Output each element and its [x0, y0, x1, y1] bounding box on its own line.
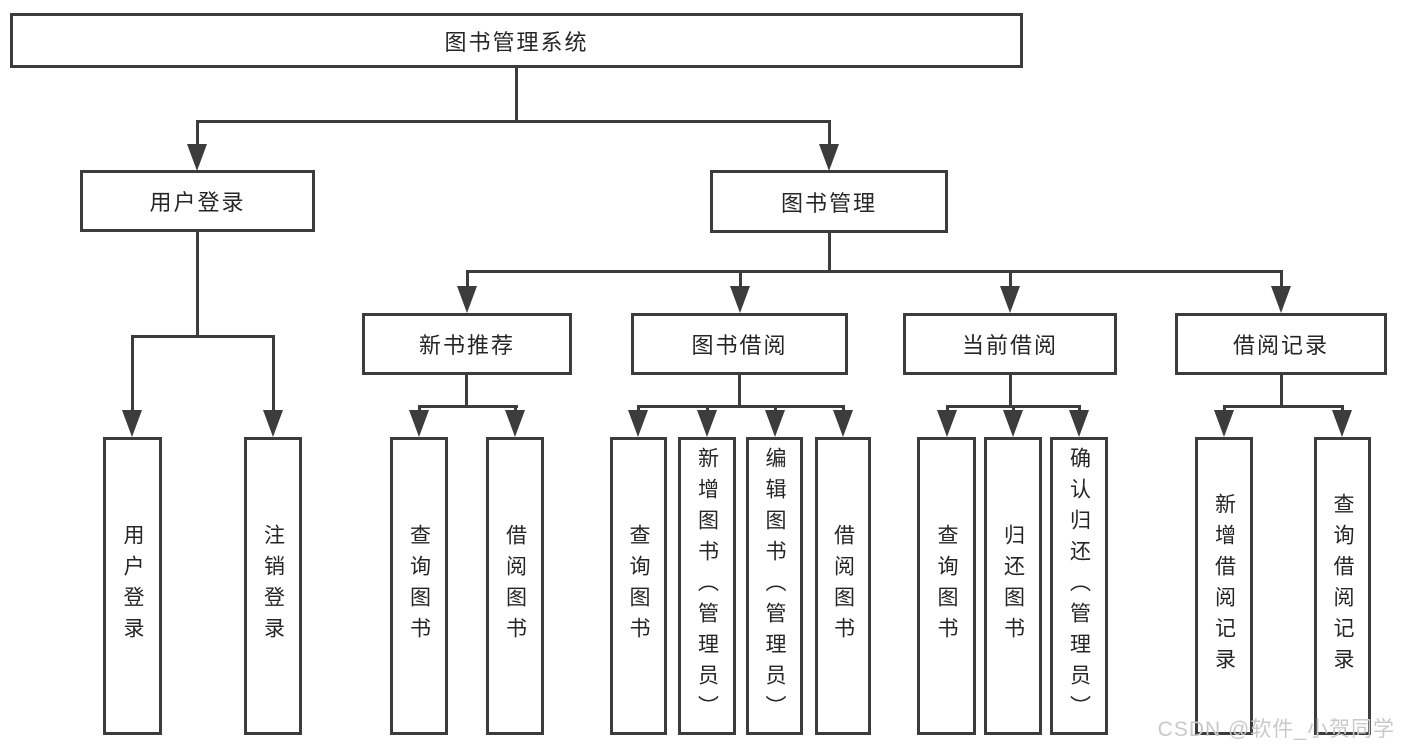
leaf-add-book-admin-label: 新增图书（管理员）: [695, 446, 719, 726]
arrow-down-icon: [697, 410, 717, 437]
leaf-confirm-return-admin-label: 确认归还（管理员）: [1067, 446, 1091, 726]
connector-line: [1078, 405, 1081, 414]
connector-line: [465, 373, 468, 407]
connector-line: [1223, 405, 1226, 414]
connector-line: [272, 335, 275, 413]
arrow-down-icon: [628, 410, 648, 437]
connector-line: [418, 405, 421, 414]
connector-line: [1341, 405, 1344, 414]
node-new-book-recommend: 新书推荐: [362, 313, 572, 375]
arrow-down-icon: [1271, 286, 1291, 313]
leaf-edit-book-admin: 编辑图书（管理员）: [746, 437, 803, 735]
arrow-down-icon: [1000, 286, 1020, 313]
connector-line: [774, 405, 777, 414]
connector-line: [1009, 373, 1012, 407]
connector-line: [637, 405, 640, 414]
connector-line: [515, 66, 518, 122]
node-user-login: 用户登录: [80, 170, 315, 232]
leaf-user-login-label: 用户登录: [121, 524, 144, 648]
leaf-borrow-books-newrec-label: 借阅图书: [503, 524, 527, 648]
leaf-query-books-borrow: 查询图书: [610, 437, 667, 735]
leaf-add-book-admin: 新增图书（管理员）: [678, 437, 736, 735]
connector-line: [514, 405, 517, 414]
connector-line: [1280, 373, 1283, 407]
node-current-borrow: 当前借阅: [903, 313, 1117, 375]
leaf-borrow-books-label: 借阅图书: [831, 524, 855, 648]
leaf-query-books-newrec: 查询图书: [390, 437, 448, 735]
node-new-book-recommend-label: 新书推荐: [418, 333, 515, 358]
connector-line: [1012, 405, 1015, 414]
node-book-borrow-label: 图书借阅: [691, 333, 788, 358]
arrow-down-icon: [937, 410, 957, 437]
arrow-down-icon: [1214, 410, 1234, 437]
leaf-query-borrow-record: 查询借阅记录: [1314, 437, 1371, 735]
csdn-watermark: CSDN @软件_小贺同学: [1157, 718, 1395, 741]
connector-line: [131, 335, 275, 338]
leaf-edit-book-admin-label: 编辑图书（管理员）: [763, 446, 786, 726]
connector-line: [131, 335, 134, 413]
connector-line: [828, 231, 831, 272]
leaf-add-borrow-record-label: 新增借阅记录: [1212, 493, 1236, 679]
leaf-borrow-books-newrec: 借阅图书: [486, 437, 544, 735]
node-book-management-label: 图书管理: [780, 190, 877, 216]
arrow-down-icon: [122, 410, 142, 437]
leaf-query-books-current-label: 查询图书: [935, 524, 958, 648]
node-root: 图书管理系统: [10, 13, 1023, 68]
node-book-borrow: 图书借阅: [631, 313, 848, 375]
node-book-management: 图书管理: [710, 170, 948, 233]
leaf-borrow-books: 借阅图书: [815, 437, 871, 735]
node-user-login-label: 用户登录: [149, 190, 246, 215]
leaf-user-login: 用户登录: [103, 437, 162, 735]
arrow-down-icon: [1003, 410, 1023, 437]
connector-line: [196, 120, 831, 123]
connector-line: [1009, 270, 1012, 289]
connector-line: [738, 373, 741, 407]
connector-line: [1223, 405, 1344, 408]
connector-line: [842, 405, 845, 414]
leaf-query-books-current: 查询图书: [917, 437, 976, 735]
leaf-return-book-label: 归还图书: [1001, 524, 1025, 648]
leaf-query-books-borrow-label: 查询图书: [627, 524, 650, 648]
leaf-confirm-return-admin: 确认归还（管理员）: [1050, 437, 1108, 735]
node-root-label: 图书管理系统: [444, 29, 589, 55]
arrow-down-icon: [833, 410, 853, 437]
connector-line: [637, 405, 845, 408]
arrow-down-icon: [730, 286, 750, 313]
leaf-query-books-newrec-label: 查询图书: [407, 524, 431, 648]
arrow-down-icon: [765, 410, 785, 437]
connector-line: [466, 270, 469, 289]
connector-line: [946, 405, 949, 414]
connector-line: [418, 405, 518, 408]
leaf-logout: 注销登录: [244, 437, 302, 735]
leaf-query-borrow-record-label: 查询借阅记录: [1331, 493, 1354, 679]
connector-line: [1280, 270, 1283, 289]
connector-line: [706, 405, 709, 414]
arrow-down-icon: [1069, 410, 1089, 437]
leaf-return-book: 归还图书: [984, 437, 1042, 735]
connector-line: [196, 120, 199, 148]
arrow-down-icon: [1332, 410, 1352, 437]
arrow-down-icon: [819, 144, 839, 171]
arrow-down-icon: [457, 286, 477, 313]
node-borrow-records: 借阅记录: [1175, 313, 1387, 375]
connector-line: [828, 120, 831, 148]
leaf-logout-label: 注销登录: [261, 524, 285, 648]
node-borrow-records-label: 借阅记录: [1232, 333, 1329, 358]
arrow-down-icon: [263, 410, 283, 437]
arrow-down-icon: [409, 410, 429, 437]
arrow-down-icon: [505, 410, 525, 437]
leaf-add-borrow-record: 新增借阅记录: [1195, 437, 1253, 735]
connector-line: [196, 230, 199, 337]
arrow-down-icon: [187, 144, 207, 171]
connector-line: [739, 270, 742, 289]
node-current-borrow-label: 当前借阅: [961, 333, 1058, 358]
connector-line: [466, 270, 1283, 273]
